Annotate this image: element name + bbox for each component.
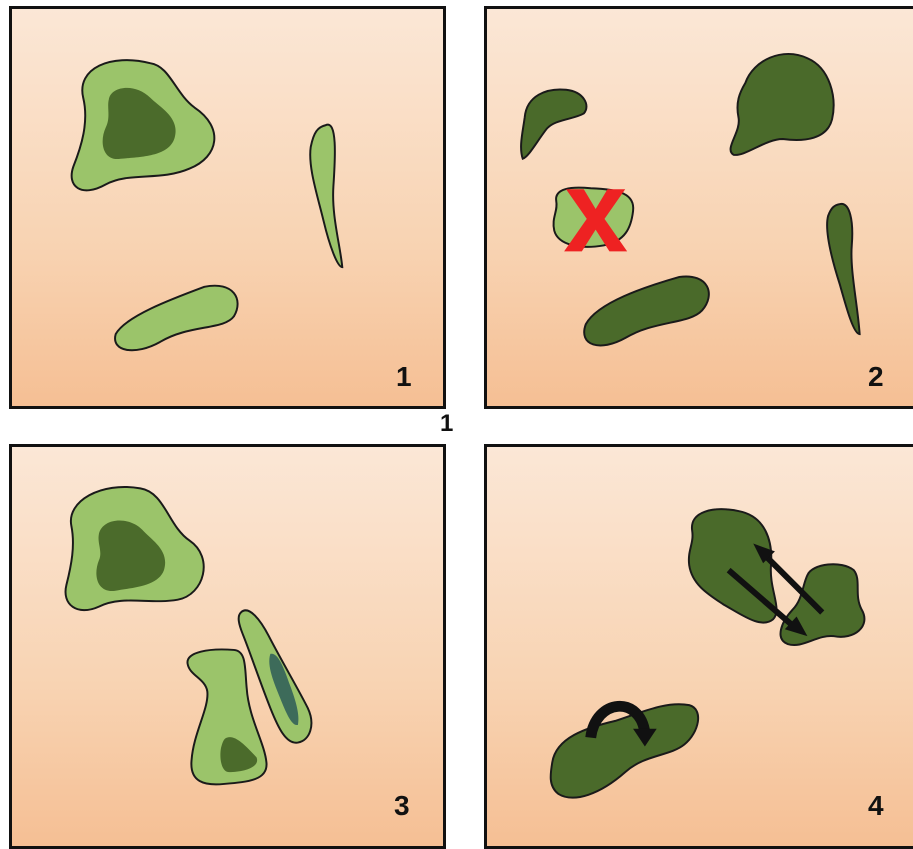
blob-dark-merging-left <box>689 509 777 622</box>
panel-1: 1 <box>9 6 446 409</box>
panel-4-number: 4 <box>868 790 884 822</box>
blob-dark-bean <box>584 276 709 345</box>
blob-light-bean <box>115 286 238 351</box>
blob-dark-merging-right <box>781 564 865 645</box>
panel-3-drawing <box>12 447 443 846</box>
panel-4-drawing <box>487 447 913 846</box>
stray-number: 1 <box>440 410 453 438</box>
blob-dark-thin <box>827 204 860 334</box>
blob-dark-bean <box>551 704 698 797</box>
blob-dark-large <box>731 54 834 155</box>
panel-1-drawing <box>12 9 443 406</box>
panel-2-number: 2 <box>868 361 884 393</box>
blob-dark-small <box>521 89 586 158</box>
panel-3-number: 3 <box>394 790 410 822</box>
blob-light-thin <box>310 125 342 267</box>
panel-1-number: 1 <box>396 361 412 393</box>
panel-2-drawing <box>487 9 913 406</box>
panel-4: 4 <box>484 444 913 849</box>
panel-3: 3 <box>9 444 446 849</box>
panel-2: 2 <box>484 6 913 409</box>
